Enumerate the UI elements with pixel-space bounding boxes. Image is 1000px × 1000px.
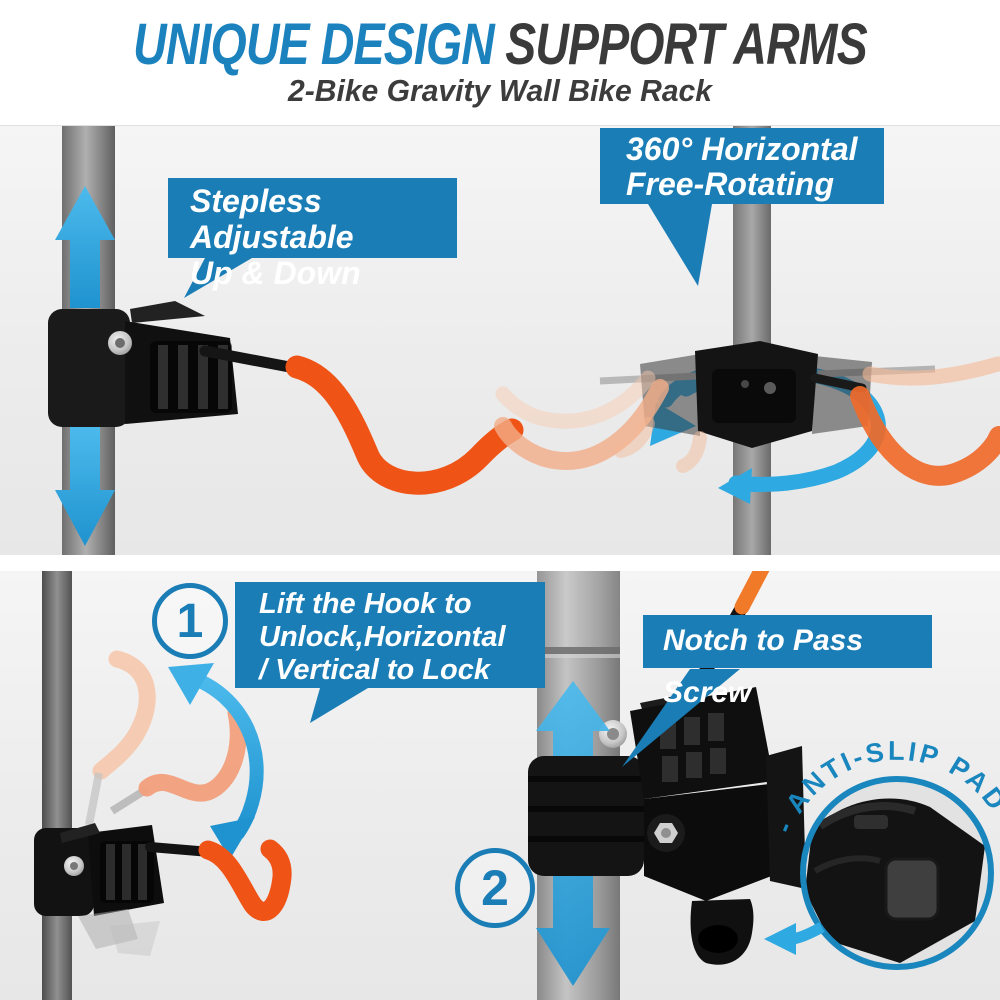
- hook-right: [850, 386, 1000, 486]
- inset-pointer-arrow-icon: [791, 922, 825, 945]
- step-badge-1: 1: [152, 583, 228, 659]
- stepless-callout-tail: [184, 258, 252, 298]
- step-number: 2: [481, 860, 509, 916]
- step-number: 1: [176, 594, 204, 648]
- lock-clamp: [34, 823, 164, 956]
- ghost-rod-vertical: [85, 772, 103, 826]
- bottom-scene: - ANTI-SLIP PAD -: [34, 571, 1000, 1000]
- inset-photo: [805, 798, 985, 963]
- bike-hook: [285, 355, 524, 495]
- pole-seam: [537, 647, 620, 654]
- left-pole-bottom: [42, 571, 72, 1000]
- anti-slip-inset: - ANTI-SLIP PAD -: [764, 736, 1000, 970]
- title-highlight: UNIQUE DESIGN: [133, 12, 495, 77]
- callout-line: Up & Down: [190, 255, 361, 291]
- ghost-hook-down-a: [614, 417, 655, 458]
- rotating-callout-tail: [648, 204, 712, 286]
- notch-callout-tail: [622, 669, 740, 767]
- ghost-hook-right-up: [862, 356, 1000, 386]
- callout-line: Stepless Adjustable: [190, 183, 354, 255]
- ghost-hook-vertical: [92, 650, 156, 780]
- callout-notch: Notch to Pass Screw: [643, 615, 932, 709]
- up-arrow-icon: [55, 186, 115, 308]
- callout-line: Free-Rotating: [626, 166, 834, 202]
- callout-line: / Vertical to Lock: [259, 654, 490, 686]
- callout-stepless: Stepless Adjustable Up & Down: [168, 178, 457, 291]
- left-clamp: [48, 301, 238, 427]
- ghost-hook-mid: [138, 704, 247, 802]
- callout-line: 360° Horizontal: [626, 131, 858, 167]
- title-rest: SUPPORT ARMS: [505, 12, 867, 77]
- callout-rotating: 360° Horizontal Free-Rotating: [600, 128, 884, 204]
- step-badge-2: 2: [455, 848, 535, 928]
- hook-arm: [199, 345, 306, 375]
- ghost-hook-left-far: [495, 370, 656, 429]
- callout-line: Notch to Pass Screw: [663, 624, 864, 709]
- page-subtitle: 2-Bike Gravity Wall Bike Rack: [288, 73, 712, 108]
- down-arrow-icon: [55, 426, 115, 546]
- ghost-hook-left: [494, 379, 669, 471]
- section-divider: [0, 555, 1000, 571]
- ghost-hook-down-b: [676, 431, 707, 473]
- hook-rod-orange-tip: [734, 571, 770, 615]
- callout-line: Lift the Hook to: [259, 588, 472, 620]
- swing-arrow-icon: [168, 663, 264, 859]
- inset-ring: [800, 776, 994, 970]
- lift-callout-tail: [310, 688, 368, 723]
- callout-line: Unlock,Horizontal: [259, 621, 506, 653]
- anti-slip-pad: [884, 857, 940, 921]
- callout-lift-hook: Lift the Hook to Unlock,Horizontal / Ver…: [235, 582, 545, 688]
- bike-hook-locked: [198, 839, 292, 921]
